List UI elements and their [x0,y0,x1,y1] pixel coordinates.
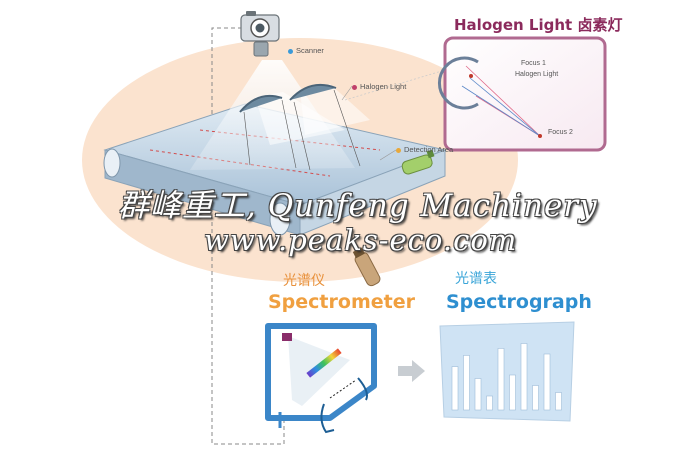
spectrograph-bar [486,395,493,411]
spectrograph-cn: 光谱表 [455,271,497,287]
spectrometer-title: Spectrometer [268,291,415,313]
leader-detection [379,149,397,161]
scanner-label: Scanner [288,46,324,55]
spectrograph-bar [543,353,551,411]
spectrograph-bar [497,348,505,411]
inset-halogen-label: Halogen Light [515,71,559,78]
spectrograph-bar [532,385,539,411]
bottle-icon-falling [352,247,381,287]
halogen-label-text: Halogen Light [360,82,407,91]
detection-label: Detection Area [396,145,453,154]
spectrograph-bar [474,378,482,411]
spectrograph-bar [555,392,562,411]
spectrograph-panel [439,321,575,422]
focus2-label: Focus 2 [548,129,573,136]
scanner-dot-icon [288,48,293,54]
focus1-label: Focus 1 [521,60,546,67]
bottle-icon [401,149,435,175]
halogen-label: Halogen Light [352,82,406,91]
leader-halogen [341,85,353,101]
spectrometer-cn: 光谱仪 [283,273,325,289]
halogen-inset-title: Halogen Light 卤素灯 [454,16,623,34]
leader-inset [344,69,446,101]
spectrometer-device [265,323,377,434]
spectrograph-title: Spectrograph [446,291,592,313]
watermark-line1: 群峰重工, Qunfeng Machinery [118,188,598,224]
camera-icon [240,11,280,57]
scanner-label-text: Scanner [296,46,324,55]
arrow-right-icon [398,360,425,382]
halogen-reflectors [239,84,370,171]
spectrograph-bar [509,374,516,411]
signal-line [211,27,285,445]
spectrograph-bars [451,343,562,411]
spectrograph-bar [451,366,459,411]
halogen-dot-icon [352,84,357,90]
watermark-line2: www.peaks-eco.com [204,223,518,257]
spectrograph-bar [463,355,470,411]
spectrograph-bar [520,343,528,411]
detection-dot-icon [396,147,401,153]
detection-label-text: Detection Area [404,145,454,154]
halogen-inset [437,36,607,152]
